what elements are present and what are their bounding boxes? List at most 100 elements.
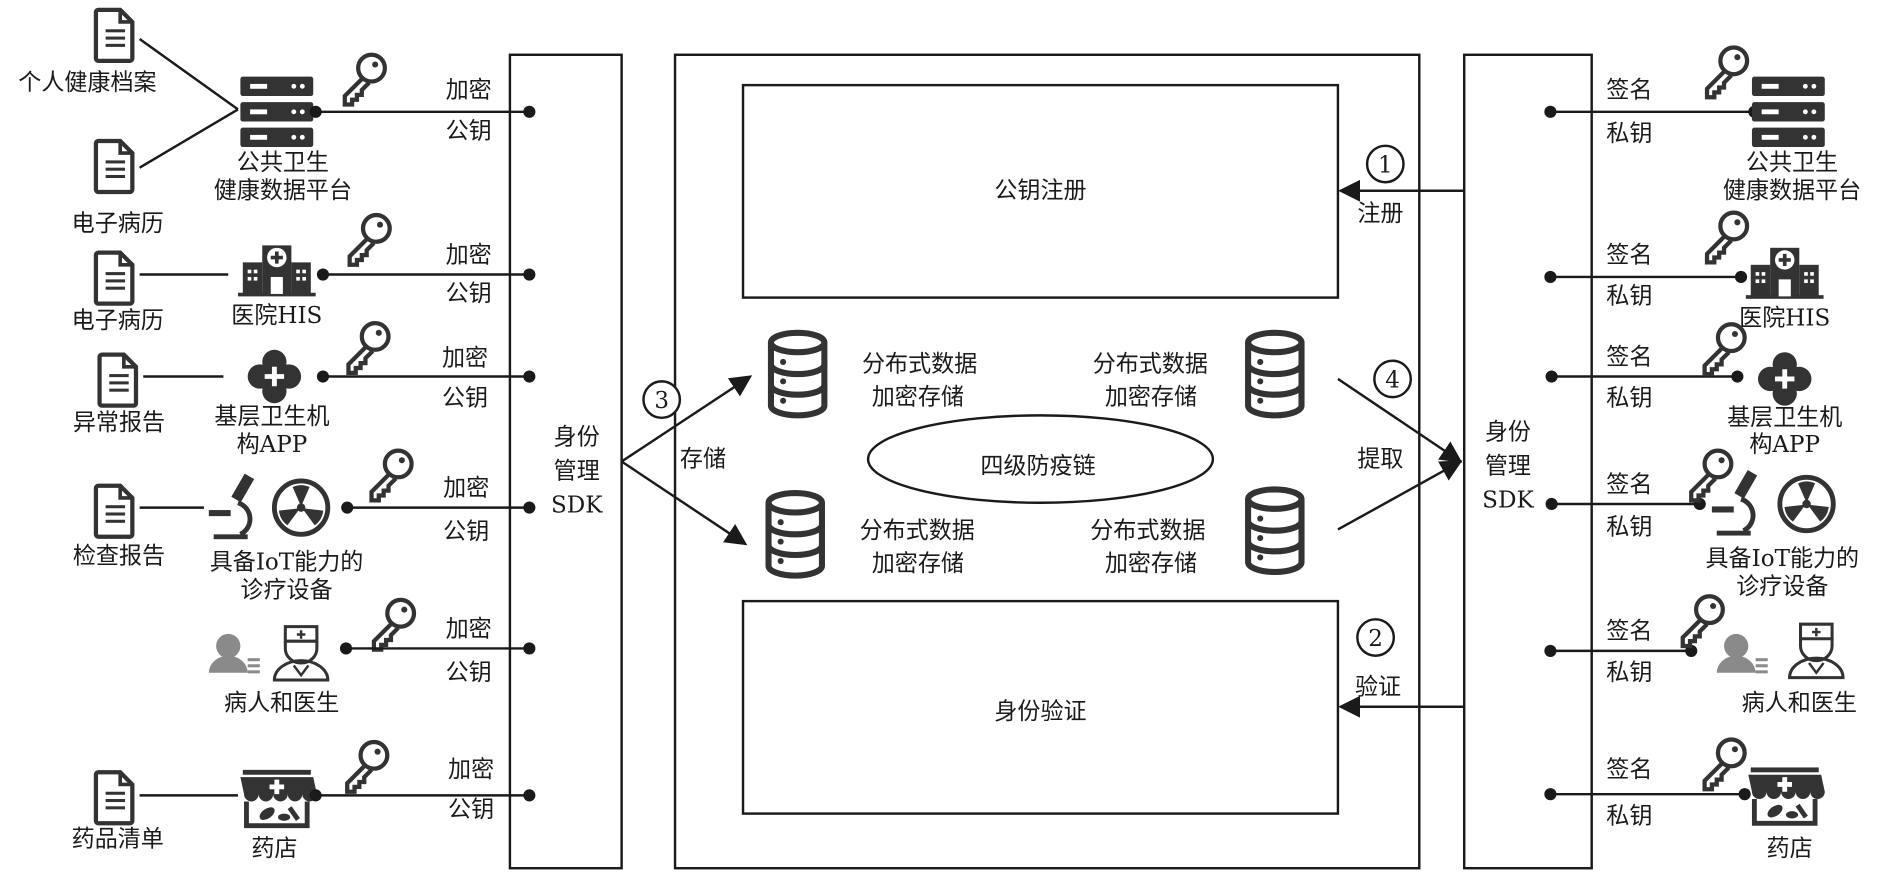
right-row-community-app: 签名 私钥 基层卫生机 构APP [1545,324,1842,458]
svg-text:诊疗设备: 诊疗设备 [1736,574,1828,600]
step-1-register: 1 注册 [1338,144,1465,227]
svg-text:私钥: 私钥 [1606,660,1652,686]
svg-text:私钥: 私钥 [1606,284,1652,310]
svg-text:私钥: 私钥 [1606,386,1652,412]
svg-text:加密: 加密 [442,346,488,372]
pharmacy-icon [240,770,316,826]
key-icon [1705,740,1745,790]
step-4-extract: 4 提取 [1337,359,1463,531]
document-icon [96,486,132,537]
microscope-icon [209,474,254,540]
right-row-hospital: 签名 私钥 医院HIS [1544,213,1830,332]
step-2-verify: 2 验证 [1338,618,1465,718]
svg-text:分布式数据: 分布式数据 [862,352,977,378]
register-box-label: 公钥注册 [994,178,1086,204]
svg-text:公共卫生: 公共卫生 [237,150,329,176]
key-icon [348,323,388,373]
svg-text:公共卫生: 公共卫生 [1746,150,1838,176]
svg-text:签名: 签名 [1606,344,1652,370]
step-1-label: 注册 [1357,201,1403,227]
pharmacy-icon [1748,767,1824,823]
svg-text:公钥: 公钥 [443,519,489,545]
svg-text:管理: 管理 [1485,454,1531,480]
svg-text:2: 2 [1368,626,1383,652]
svg-text:加密存储: 加密存储 [1105,551,1197,577]
svg-text:加密: 加密 [443,475,489,501]
patient-icon [208,633,260,674]
left-sdk-box [508,53,623,870]
medical-cross-icon [247,349,302,404]
step-2-label: 验证 [1355,675,1401,701]
svg-text:电子病历: 电子病历 [72,308,164,334]
left-row-community-app: 异常报告 基层卫生机 构APP 加密 公钥 [73,323,536,458]
svg-text:药店: 药店 [1767,836,1813,862]
right-row-pharmacy: 签名 私钥 药店 [1544,740,1824,862]
patient-icon [1716,633,1768,674]
svg-text:基层卫生机: 基层卫生机 [1727,405,1842,431]
svg-text:公钥: 公钥 [446,281,492,307]
step-4-label: 提取 [1357,446,1403,472]
svg-text:加密存储: 加密存储 [872,551,964,577]
left-row-pharmacy: 药品清单 药店 加密 公钥 [72,742,536,862]
svg-text:加密存储: 加密存储 [872,384,964,410]
key-icon [345,55,385,105]
key-icon [1691,451,1731,501]
key-icon [1707,47,1747,97]
verify-box [741,599,1340,815]
step-2-badge [1356,618,1396,657]
svg-text:加密: 加密 [448,757,494,783]
hospital-icon [237,245,316,297]
storage-node-bottom-right: 分布式数据 加密存储 [1090,489,1301,577]
svg-text:身份: 身份 [1485,420,1531,446]
svg-text:个人健康档案: 个人健康档案 [18,70,156,96]
svg-text:分布式数据: 分布式数据 [860,518,975,544]
svg-text:检查报告: 检查报告 [73,543,165,569]
svg-text:医院HIS: 医院HIS [1739,306,1830,332]
left-row-hospital: 电子病历 医院HIS 加密 公钥 [72,215,536,334]
svg-text:病人和医生: 病人和医生 [1742,690,1857,716]
document-icon [96,253,132,304]
svg-text:构APP: 构APP [237,432,308,458]
svg-text:SDK: SDK [551,492,603,518]
svg-text:加密存储: 加密存储 [1105,384,1197,410]
svg-text:公钥: 公钥 [442,386,488,412]
doctor-icon [272,625,330,682]
svg-text:签名: 签名 [1606,619,1652,645]
key-icon [1707,213,1747,263]
svg-text:加密: 加密 [446,77,492,103]
svg-text:加密: 加密 [446,616,492,642]
svg-text:健康数据平台: 健康数据平台 [1723,178,1861,204]
document-icon [96,772,132,823]
svg-text:身份: 身份 [554,424,600,450]
svg-text:电子病历: 电子病历 [72,211,164,237]
storage-node-top-right: 分布式数据 加密存储 [1093,333,1302,416]
step-1-badge [1365,144,1405,184]
server-icon [240,76,314,148]
svg-text:基层卫生机: 基层卫生机 [214,404,329,430]
svg-text:1: 1 [1378,153,1393,179]
doctor-icon [1788,622,1845,680]
svg-text:病人和医生: 病人和医生 [224,690,339,716]
chain-ellipse [866,414,1215,504]
svg-text:药品清单: 药品清单 [72,826,164,852]
hospital-icon [1745,247,1824,299]
verify-box-label: 身份验证 [994,699,1086,725]
svg-text:签名: 签名 [1606,757,1652,783]
step-3-label: 存储 [680,446,726,472]
key-icon [1683,596,1723,646]
svg-text:公钥: 公钥 [446,119,492,145]
svg-text:公钥: 公钥 [448,797,494,823]
radiation-icon [1780,477,1833,530]
left-row-patient-doctor: 病人和医生 加密 公钥 [208,600,536,716]
svg-text:SDK: SDK [1482,488,1534,514]
left-sdk-label: 身份 管理 SDK [551,424,603,518]
svg-text:私钥: 私钥 [1606,514,1652,540]
svg-text:公钥: 公钥 [446,660,492,686]
svg-text:药店: 药店 [251,836,297,862]
storage-node-bottom-left: 分布式数据 加密存储 [769,493,975,577]
svg-text:签名: 签名 [1606,77,1652,103]
step-3-badge [642,380,682,420]
svg-text:签名: 签名 [1606,472,1652,498]
key-icon [350,215,390,265]
